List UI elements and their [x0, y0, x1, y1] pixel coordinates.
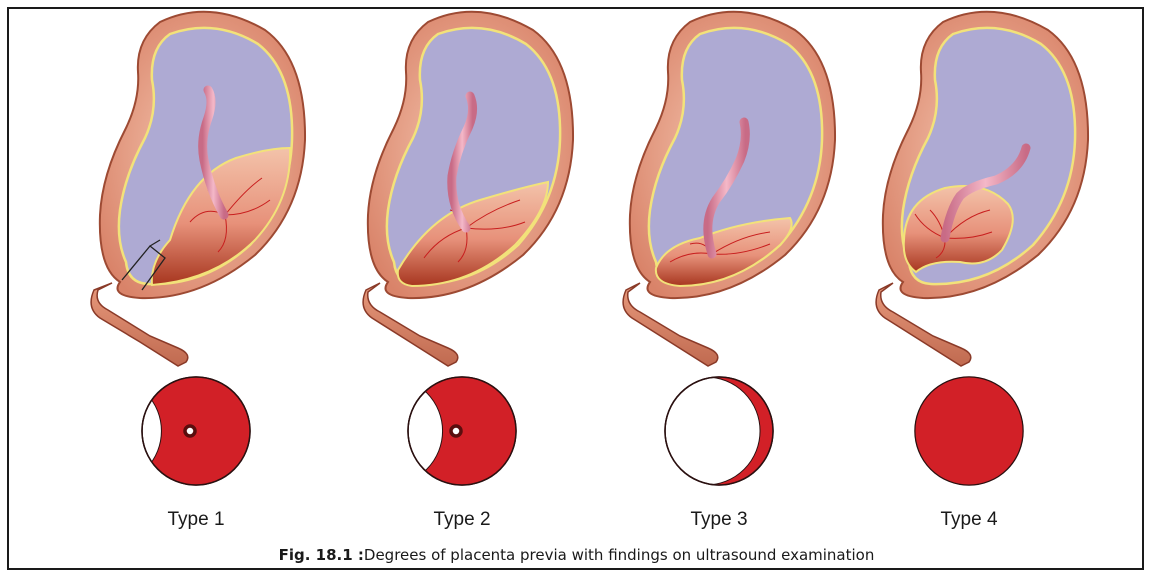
- uterus-type-2: [363, 12, 573, 366]
- caption-number: Fig. 18.1 :: [279, 546, 364, 564]
- cervical-os-marker: [185, 426, 195, 436]
- ultrasound-view-3: [652, 375, 775, 487]
- ultrasound-view-1: [53, 375, 252, 487]
- type-4-label: Type 4: [869, 509, 1069, 531]
- ultrasound-view-4: [915, 377, 1023, 485]
- uterus-type-4: [876, 12, 1088, 366]
- cervical-os-marker: [451, 426, 461, 436]
- type-1-label: Type 1: [96, 509, 296, 531]
- type-2-label: Type 2: [362, 509, 562, 531]
- caption-text: Degrees of placenta previa with findings…: [364, 546, 874, 564]
- uterus-type-3: [623, 12, 835, 366]
- placenta-coverage: [915, 377, 1023, 485]
- ultrasound-view-2: [335, 375, 518, 487]
- figure-caption: Fig. 18.1 :Degrees of placenta previa wi…: [0, 546, 1153, 564]
- uterus-type-1: [91, 12, 305, 366]
- type-3-label: Type 3: [619, 509, 819, 531]
